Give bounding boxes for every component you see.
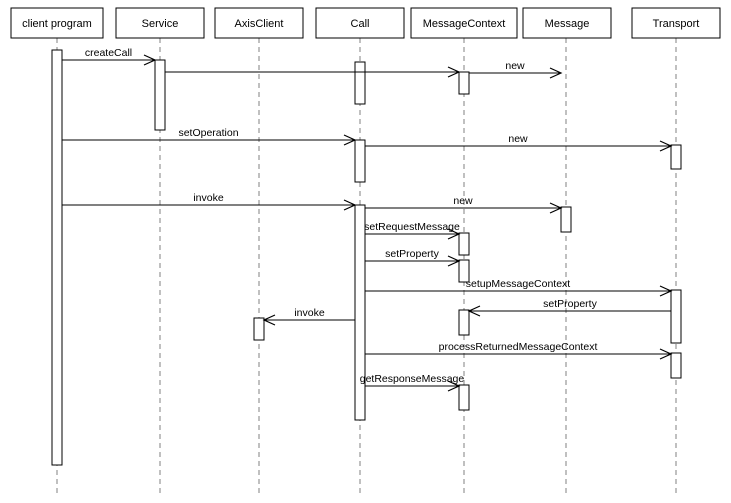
participant-box-frame: [214, 7, 304, 39]
participant-box-axisclient[interactable]: AxisClient: [214, 7, 304, 39]
participant-boxes-layer: client program Service AxisClient Call Messa…: [10, 7, 721, 39]
participant-box-message[interactable]: Message: [522, 7, 612, 39]
participant-label: Message: [545, 18, 590, 30]
message-msg-7: new: [365, 195, 563, 214]
message-label: invoke: [193, 192, 224, 204]
message-arrowhead: [343, 199, 357, 211]
message-arrowhead: [549, 202, 563, 214]
activations-layer: [51, 49, 682, 466]
participant-box-client[interactable]: client program: [10, 7, 104, 39]
message-msg-6: invoke: [62, 192, 357, 211]
message-arrowhead: [659, 348, 673, 360]
message-arrowhead: [262, 314, 276, 326]
activation-bar-service: [154, 59, 166, 131]
activation-bar-client: [51, 49, 63, 466]
activation-bar-msgctx: [458, 309, 470, 336]
message-msg-11: setProperty: [467, 298, 671, 317]
participant-box-msgctx[interactable]: MessageContext: [410, 7, 518, 39]
message-msg-4: setOperation: [62, 127, 357, 146]
message-arrowhead: [447, 255, 461, 267]
participant-label: MessageContext: [423, 18, 506, 30]
message-label: new: [505, 60, 525, 72]
participant-label: Transport: [653, 18, 700, 30]
message-arrowhead: [343, 134, 357, 146]
message-arrowhead: [549, 67, 563, 79]
messages-layer: createCall new setOperation new invoke new set…: [62, 47, 673, 392]
participant-box-transport[interactable]: Transport: [631, 7, 721, 39]
message-label: setupMessageContext: [466, 278, 571, 290]
activation-bar-call: [354, 204, 366, 421]
message-msg-3: new: [469, 60, 563, 79]
activation-bar-call: [354, 61, 366, 105]
message-label: processReturnedMessageContext: [439, 341, 598, 353]
message-arrowhead: [447, 228, 461, 240]
message-label: setRequestMessage: [364, 221, 460, 233]
participant-box-frame: [115, 7, 205, 39]
participant-box-service[interactable]: Service: [115, 7, 205, 39]
message-arrowhead: [447, 380, 461, 392]
message-label: invoke: [294, 307, 325, 319]
activation-bar-transport: [670, 352, 682, 379]
participant-box-frame: [522, 7, 612, 39]
message-msg-12: invoke: [262, 307, 355, 326]
activation-bar-msgctx: [458, 259, 470, 283]
message-msg-1: createCall: [62, 47, 157, 66]
message-msg-9: setProperty: [365, 248, 461, 267]
activation-bar-call: [354, 139, 366, 183]
message-arrowhead: [659, 285, 673, 297]
message-label: createCall: [85, 47, 132, 59]
message-arrowhead: [659, 140, 673, 152]
activation-bar-transport: [670, 289, 682, 344]
participant-label: Service: [142, 18, 179, 30]
message-label: new: [508, 133, 528, 145]
message-msg-8: setRequestMessage: [364, 221, 461, 240]
activation-bar-msgctx: [458, 384, 470, 411]
activation-bar-transport: [670, 144, 682, 170]
participant-label: AxisClient: [235, 18, 284, 30]
participant-label: Call: [351, 18, 370, 30]
message-msg-2: [165, 66, 461, 78]
lifelines-layer: [56, 38, 677, 495]
message-arrowhead: [447, 66, 461, 78]
message-arrowhead: [467, 305, 481, 317]
message-label: setProperty: [385, 248, 439, 260]
message-msg-13: processReturnedMessageContext: [365, 341, 673, 360]
message-msg-5: new: [365, 133, 673, 152]
activation-bar-axisclient: [253, 317, 265, 341]
participant-box-frame: [631, 7, 721, 39]
activation-bar-msgctx: [458, 232, 470, 256]
message-arrowhead: [143, 54, 157, 66]
participant-box-frame: [315, 7, 405, 39]
participant-label: client program: [22, 18, 92, 30]
participant-box-frame: [10, 7, 104, 39]
activation-bar-message: [560, 206, 572, 233]
message-msg-10: setupMessageContext: [365, 278, 673, 297]
participant-box-frame: [410, 7, 518, 39]
message-label: getResponseMessage: [360, 373, 465, 385]
message-label: setOperation: [178, 127, 238, 139]
participant-box-call[interactable]: Call: [315, 7, 405, 39]
message-msg-14: getResponseMessage: [360, 373, 465, 392]
activation-bar-msgctx: [458, 71, 470, 95]
message-label: new: [453, 195, 473, 207]
message-label: setProperty: [543, 298, 597, 310]
